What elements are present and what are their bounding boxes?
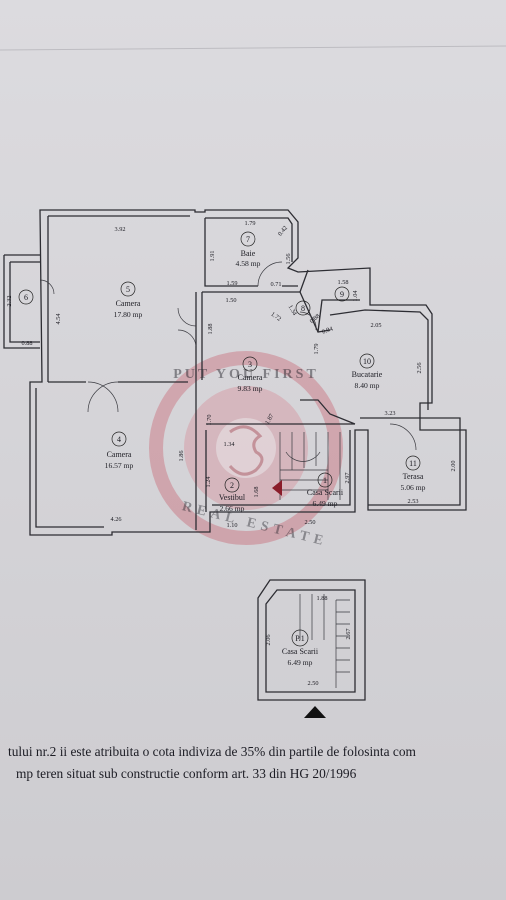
dim-label: 2.50 — [307, 680, 318, 687]
dim-label: 1.10 — [226, 522, 237, 529]
dim-label: 2.05 — [370, 322, 381, 329]
room-1-name: Casa Scarii — [307, 488, 344, 497]
watermark-top-text: PUT YOU FIRST — [173, 367, 319, 382]
dim-label: 1.04 — [352, 290, 359, 302]
dim-label: 1.87 — [264, 413, 276, 426]
room-10-area: 8.40 mp — [355, 381, 380, 390]
stair-block-p1 — [257, 579, 366, 718]
dim-label: 1.70 — [206, 414, 213, 425]
dim-label: 0.94 — [321, 325, 335, 336]
room-5-area: 17.80 mp — [114, 310, 143, 319]
dim-label: 1.58 — [337, 279, 348, 286]
room-11-name: Terasa — [403, 472, 424, 481]
dim-label: 0.42 — [277, 225, 289, 238]
dim-label: 3.92 — [114, 226, 125, 233]
room-7-number: 7 — [246, 235, 250, 244]
room-5-name: Camera — [116, 299, 141, 308]
door-arcs — [39, 261, 417, 451]
room-3-name: Camera — [238, 373, 263, 382]
room-2-name: Vestibul — [219, 493, 246, 502]
room-1-area: 6.49 mp — [313, 499, 338, 508]
room-6-number: 6 — [24, 293, 28, 302]
dim-label: 2.32 — [6, 295, 13, 306]
dim-label: 1.91 — [209, 250, 216, 261]
paper-fold — [0, 45, 506, 51]
dim-label: 1.79 — [244, 220, 255, 227]
room-4-number: 4 — [117, 435, 121, 444]
room-3-number: 3 — [248, 360, 252, 369]
room-labels: 5 Camera 17.80 mp 4 Camera 16.57 mp 6 7 … — [18, 231, 426, 667]
note-line-2: mp teren situat sub constructie conform … — [16, 766, 357, 781]
dim-label: 1.86 — [178, 450, 185, 461]
room-7-name: Baie — [241, 249, 256, 258]
room-p1-area: 6.49 mp — [288, 658, 313, 667]
note-line-1: tului nr.2 ii este atribuita o cota indi… — [8, 744, 416, 759]
dim-label: 2.53 — [407, 498, 418, 505]
room-p1-number: P.1 — [295, 634, 305, 643]
dim-label: 1.79 — [313, 343, 320, 354]
dim-label: 0.88 — [21, 340, 32, 347]
dim-label: 2.50 — [304, 519, 315, 526]
north-arrow-icon — [304, 706, 326, 718]
dim-label: 1.56 — [285, 253, 292, 264]
room-2-number: 2 — [230, 481, 234, 490]
room-5-number: 5 — [126, 285, 130, 294]
dim-label: 2.97 — [344, 472, 351, 483]
room-p1-name: Casa Scarii — [282, 647, 319, 656]
room-8-number: 8 — [301, 304, 305, 313]
room-9-number: 9 — [340, 290, 344, 299]
room-10-name: Bucatarie — [352, 370, 383, 379]
dim-label: 0.71 — [270, 281, 281, 288]
room-2-area: 2.66 mp — [220, 504, 245, 513]
room-11-number: 11 — [409, 459, 417, 468]
dim-label: 1.68 — [253, 486, 260, 497]
dim-label: 2.00 — [450, 460, 457, 471]
dim-label: 1.72 — [269, 311, 282, 323]
plan-walls — [3, 209, 467, 536]
room-11-area: 5.06 mp — [401, 483, 426, 492]
dim-label: 2.06 — [265, 634, 272, 645]
stair-arrow-icon — [272, 480, 282, 496]
dim-label: 4.54 — [55, 313, 62, 325]
room-4-name: Camera — [107, 450, 132, 459]
dim-label: 1.34 — [287, 304, 299, 318]
dim-label: 4.26 — [110, 516, 121, 523]
room-7-area: 4.58 mp — [236, 259, 261, 268]
room-1-number: 1 — [323, 476, 327, 485]
dim-label: 1.50 — [225, 297, 236, 304]
main-staircase — [272, 432, 341, 500]
dim-label: 1.88 — [316, 595, 327, 602]
dim-label: 2.56 — [416, 362, 423, 373]
dim-label: 1.34 — [223, 441, 235, 448]
room-10-number: 10 — [363, 357, 371, 366]
dim-label: 1.59 — [226, 280, 237, 287]
dim-label: 2.67 — [345, 628, 352, 639]
room-4-area: 16.57 mp — [105, 461, 134, 470]
dim-label: 1.88 — [207, 323, 214, 334]
dim-label: 3.23 — [384, 410, 395, 417]
room-3-area: 9.83 mp — [238, 384, 263, 393]
dim-label: 1.24 — [205, 476, 212, 488]
